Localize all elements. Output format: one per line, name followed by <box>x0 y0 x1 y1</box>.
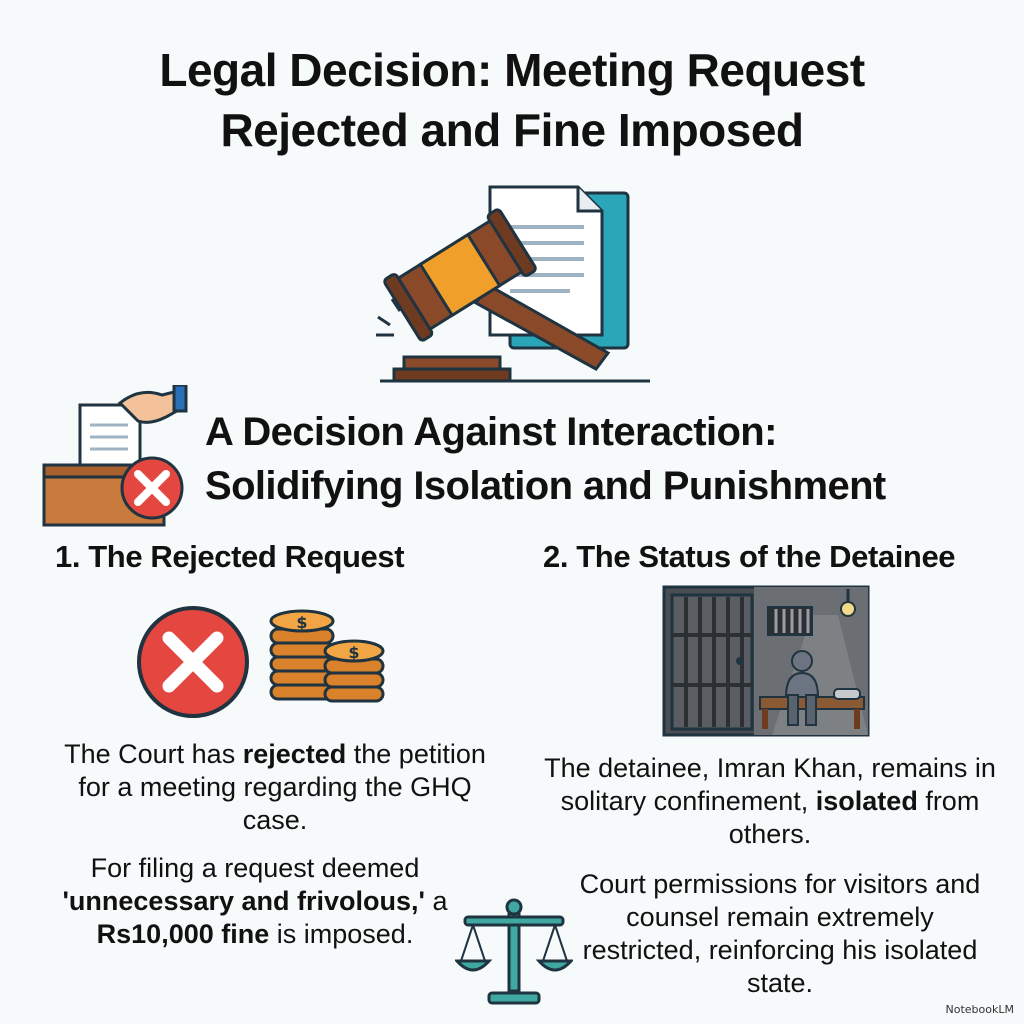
permissions-text: Court permissions for visitors and couns… <box>579 869 981 998</box>
section-heading-line2: Solidifying Isolation and Punishment <box>205 464 886 508</box>
detainee-status-text: The detainee, Imran Khan, remains in sol… <box>530 752 1010 851</box>
rejected-request-text: The Court has rejected the petition for … <box>60 738 490 837</box>
coin-symbol: $ <box>296 613 307 632</box>
text-span: The Court has <box>64 739 243 769</box>
text-span: The detainee, Imran Khan, remains in sol… <box>544 753 996 816</box>
prison-cell-icon <box>662 585 870 737</box>
coin-symbol: $ <box>348 643 359 662</box>
fine-text: For filing a request deemed 'unnecessary… <box>35 852 475 951</box>
reject-x-icon <box>120 456 184 520</box>
gavel-icon <box>376 185 650 383</box>
coin-stack-icon: $ $ <box>269 609 385 703</box>
right-column-heading: 2. The Status of the Detainee <box>543 539 956 574</box>
emphasis-rejected: rejected <box>242 739 347 769</box>
section-heading: A Decision Against Interaction: Solidify… <box>205 405 1005 513</box>
emphasis-fine: Rs10,000 fine <box>96 919 270 949</box>
watermark: NotebookLM <box>945 1003 1014 1016</box>
page-title-line1: Legal Decision: Meeting Request <box>159 44 865 96</box>
text-span: is imposed. <box>269 919 414 949</box>
scales-icon <box>455 898 573 1005</box>
section-heading-line1: A Decision Against Interaction: <box>205 410 777 454</box>
page-title-line2: Rejected and Fine Imposed <box>220 104 804 156</box>
left-column-heading: 1. The Rejected Request <box>55 539 405 574</box>
text-span: from others. <box>728 786 980 849</box>
page-title: Legal Decision: Meeting Request Rejected… <box>0 40 1024 160</box>
text-span: a <box>424 886 448 916</box>
text-span: the petition for a meeting regarding the… <box>78 739 486 835</box>
emphasis-frivolous: 'unnecessary and frivolous,' <box>62 886 425 916</box>
emphasis-isolated: isolated <box>815 786 918 816</box>
reject-x-icon <box>137 606 249 718</box>
ballot-box-icon <box>42 385 188 527</box>
text-span: For filing a request deemed <box>90 853 420 883</box>
